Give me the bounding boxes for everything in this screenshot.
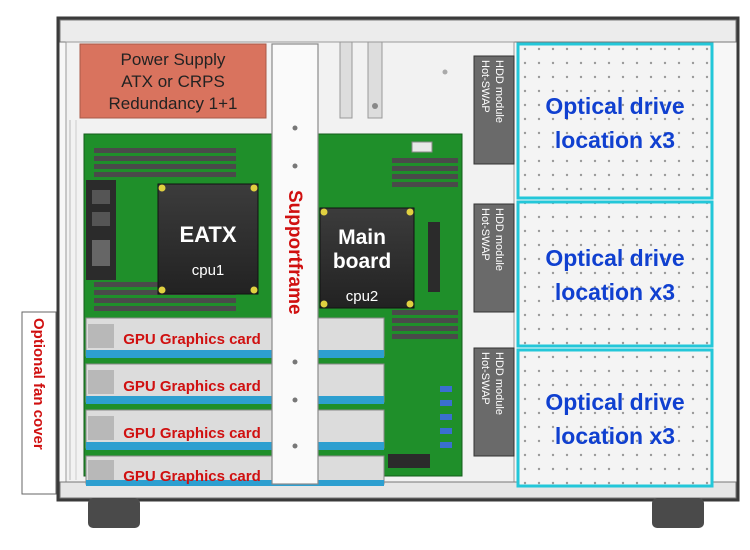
cpu1-board-label: EATX bbox=[179, 222, 236, 247]
power-supply-box bbox=[79, 43, 267, 119]
chassis-foot-right bbox=[652, 498, 704, 528]
hdd-module-2-line-1: Hot-SWAP bbox=[479, 208, 491, 261]
cpu2-heatsink bbox=[319, 207, 415, 309]
power-supply-line-3: Redundancy 1+1 bbox=[108, 94, 237, 113]
optical-bay-2-line-1: Optical drive bbox=[545, 245, 684, 271]
cpu2-label: cpu2 bbox=[346, 288, 379, 305]
optical-bay-2-line-2: location x3 bbox=[555, 279, 675, 305]
gpu-card-4: GPU Graphics card bbox=[85, 455, 385, 486]
main-board-line-1: Main bbox=[338, 226, 386, 249]
optical-bay-3: Optical drive location x3 bbox=[516, 348, 714, 488]
gpu-card-4-label: GPU Graphics card bbox=[123, 468, 261, 485]
top-bracket-right bbox=[367, 41, 383, 119]
main-board-line-2: board bbox=[333, 250, 391, 273]
fan-cover-box bbox=[21, 311, 57, 495]
board-header-connector bbox=[388, 454, 430, 468]
cpu1-heatsink bbox=[157, 183, 259, 295]
optical-bay-1: Optical drive location x3 bbox=[516, 42, 714, 200]
gpu-card-3-label: GPU Graphics card bbox=[123, 425, 261, 442]
hdd-module-3: Hot-SWAP HDD module bbox=[473, 347, 515, 457]
gpu-card-3: GPU Graphics card bbox=[85, 409, 385, 450]
hdd-module-3-line-1: Hot-SWAP bbox=[479, 352, 491, 405]
optical-bay-1-line-1: Optical drive bbox=[545, 93, 684, 119]
gpu-card-1: GPU Graphics card bbox=[85, 317, 385, 358]
support-frame-label: Supportframe bbox=[284, 190, 305, 315]
power-connector bbox=[411, 141, 433, 153]
chassis-top-rail bbox=[59, 19, 737, 43]
support-frame-holes bbox=[292, 125, 298, 449]
hdd-module-3-line-2: HDD module bbox=[493, 352, 505, 415]
hdd-module-1-line-1: Hot-SWAP bbox=[479, 60, 491, 113]
gpu-card-2-label: GPU Graphics card bbox=[123, 378, 261, 395]
fan-cover-label: Optional fan cover bbox=[30, 318, 47, 450]
hdd-module-1-line-2: HDD module bbox=[493, 60, 505, 123]
optical-bay-1-line-2: location x3 bbox=[555, 127, 675, 153]
top-bracket-left bbox=[339, 41, 353, 119]
power-supply-line-1: Power Supply bbox=[121, 50, 226, 69]
optical-bay-2: Optical drive location x3 bbox=[516, 200, 714, 348]
optical-bay-3-line-1: Optical drive bbox=[545, 389, 684, 415]
power-supply-line-2: ATX or CRPS bbox=[121, 72, 225, 91]
hdd-module-2-line-2: HDD module bbox=[493, 208, 505, 271]
optical-bay-3-line-2: location x3 bbox=[555, 423, 675, 449]
hdd-module-2: Hot-SWAP HDD module bbox=[473, 203, 515, 313]
board-small-connectors bbox=[440, 386, 452, 448]
hdd-module-1: Hot-SWAP HDD module bbox=[473, 55, 515, 165]
cpu1-label: cpu1 bbox=[192, 262, 225, 279]
chassis-foot-left bbox=[88, 498, 140, 528]
gpu-card-1-label: GPU Graphics card bbox=[123, 331, 261, 348]
support-frame bbox=[271, 43, 319, 485]
gpu-card-2: GPU Graphics card bbox=[85, 363, 385, 404]
dimm-slots-cpu2 bbox=[392, 158, 458, 339]
